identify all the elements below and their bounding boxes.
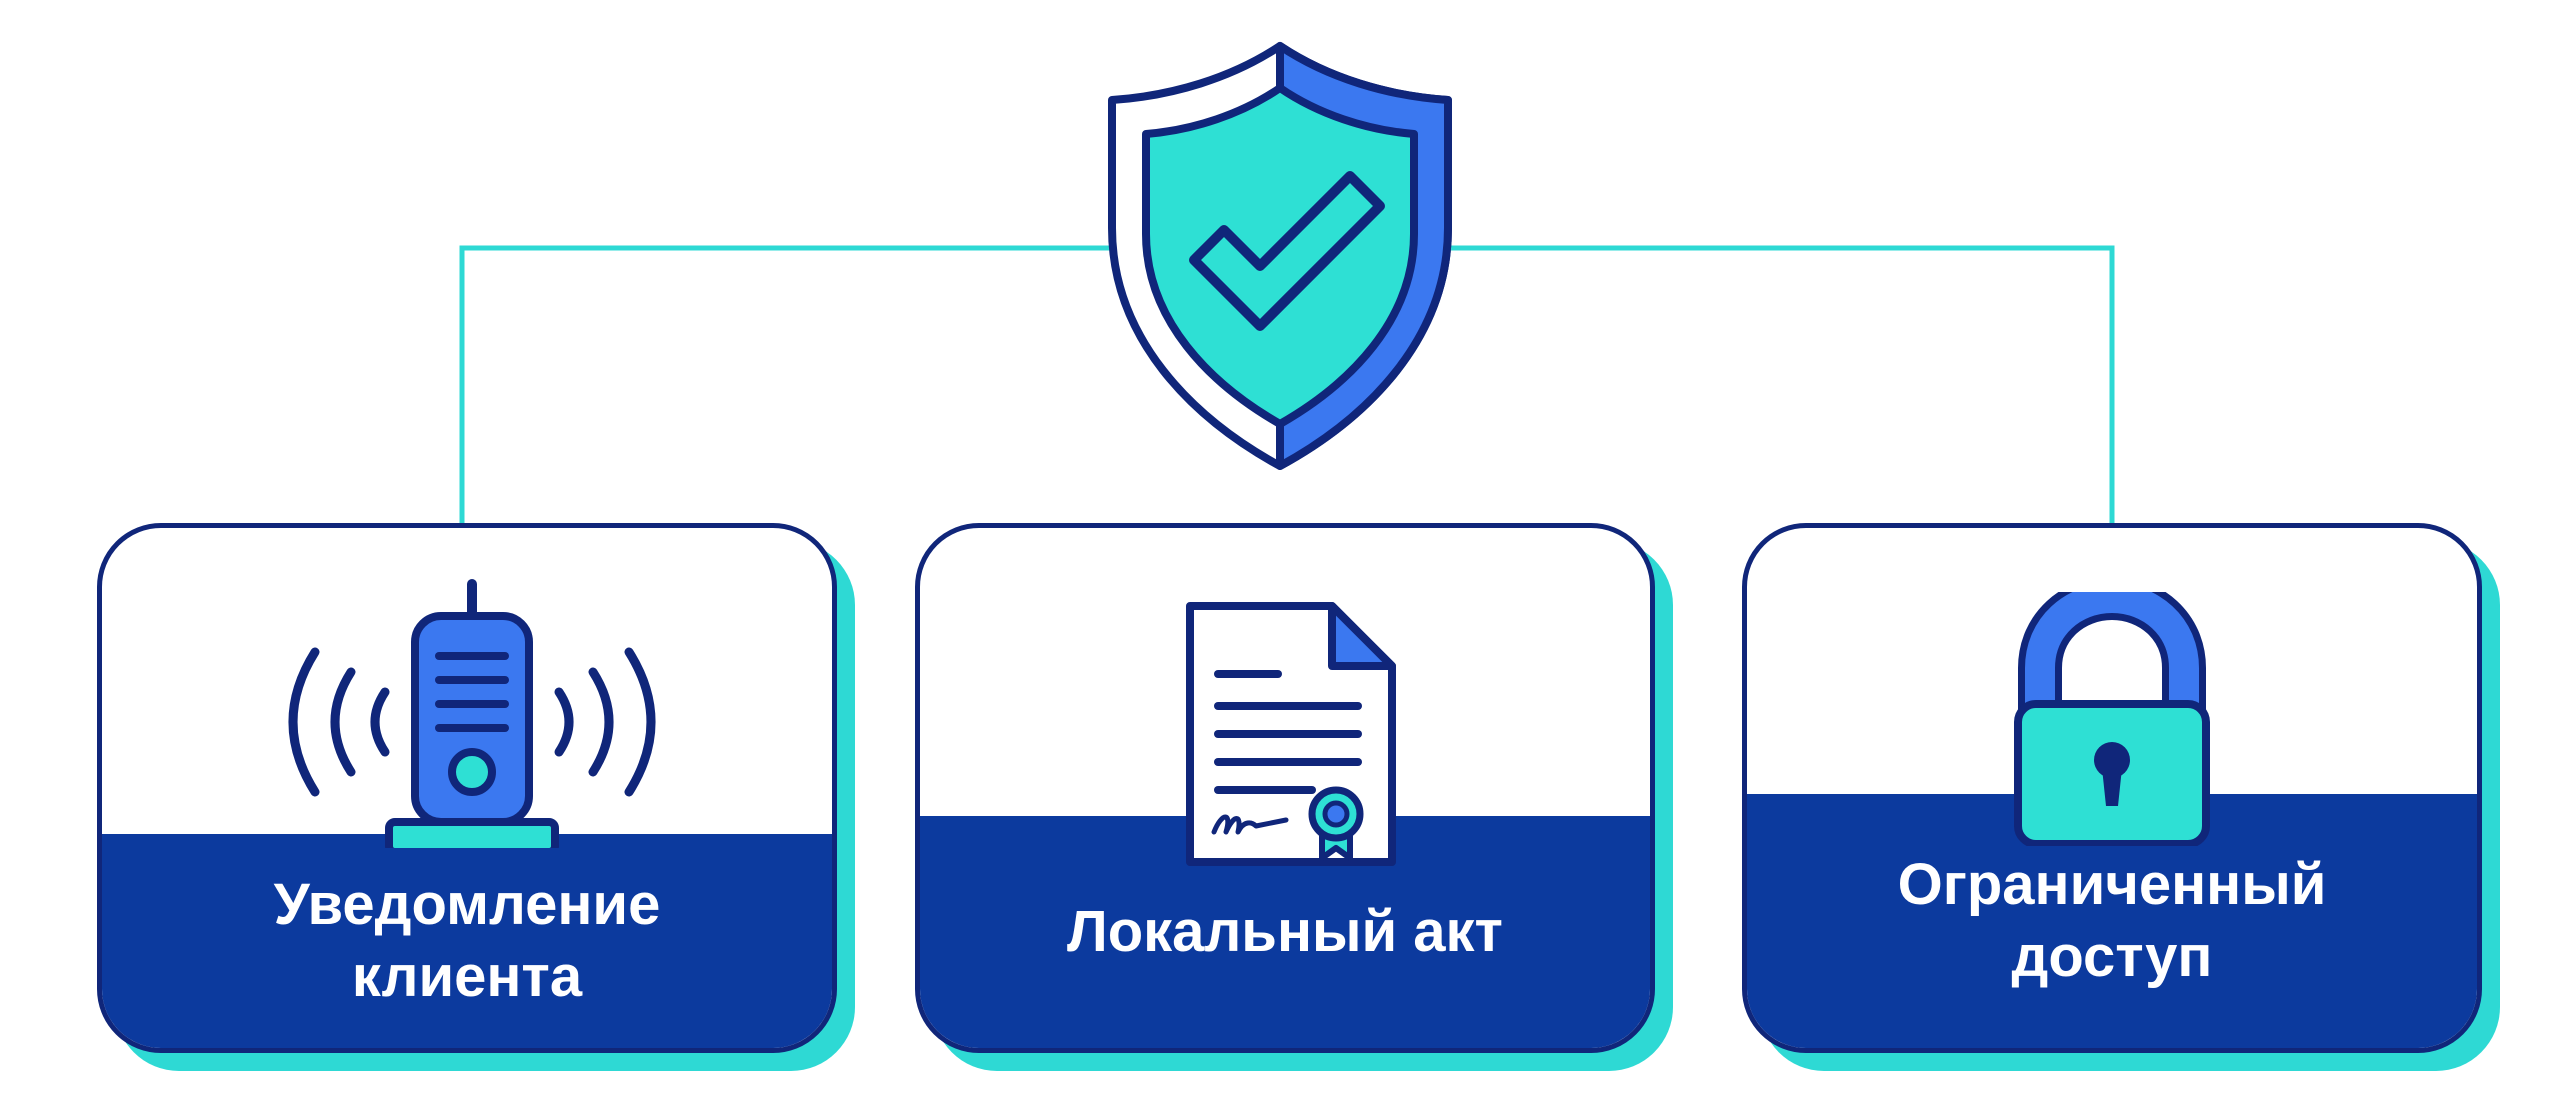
card-restricted-access: Ограниченный доступ — [1742, 523, 2500, 1071]
card-client-notification: Уведомление клиента — [97, 523, 855, 1071]
card-footer: Локальный акт — [920, 816, 1650, 1048]
card-label: Уведомление клиента — [273, 872, 661, 1009]
card-body: Ограниченный доступ — [1742, 523, 2482, 1053]
shield-check-icon — [1108, 42, 1452, 470]
signed-document-icon — [1186, 602, 1396, 866]
padlock-icon — [2014, 592, 2210, 846]
card-label: Локальный акт — [1067, 899, 1503, 964]
walkie-talkie-signal-icon — [288, 579, 656, 848]
card-footer: Уведомление клиента — [102, 834, 832, 1048]
card-local-act: Локальный акт — [915, 523, 1673, 1071]
card-body: Уведомление клиента — [97, 523, 837, 1053]
card-label: Ограниченный доступ — [1897, 852, 2327, 989]
card-body: Локальный акт — [915, 523, 1655, 1053]
